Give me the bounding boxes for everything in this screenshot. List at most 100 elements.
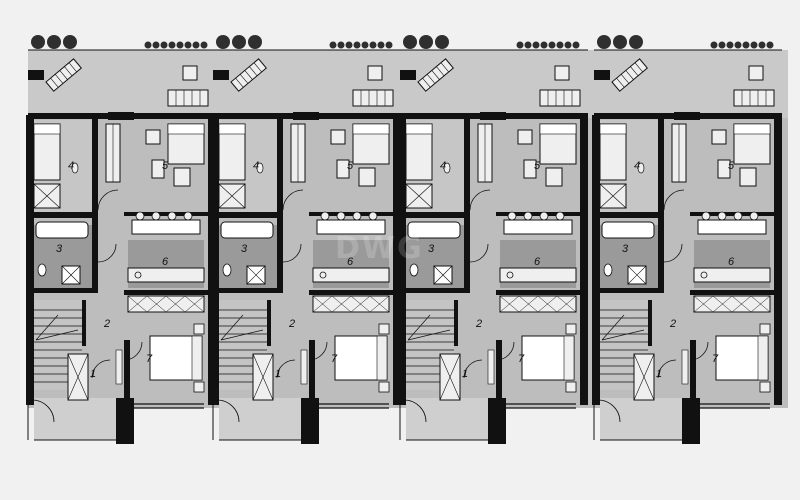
pillow	[599, 123, 627, 135]
bathtub	[407, 221, 461, 239]
wall-left	[398, 115, 406, 405]
plant-icon	[345, 41, 353, 49]
chair	[352, 211, 362, 221]
bathtub	[35, 221, 89, 239]
wardrobe-cross	[599, 183, 627, 209]
plant-icon	[564, 41, 572, 49]
wall-bedroom4-south	[28, 212, 98, 218]
cabinet-x	[165, 295, 186, 313]
terrace-bench	[539, 89, 581, 107]
lounger-slat	[54, 74, 64, 84]
plant-icon	[184, 41, 192, 49]
dining-table	[697, 219, 767, 235]
watermark-logo: DWG	[335, 231, 424, 266]
room-number-4: 4	[68, 160, 74, 172]
wall-kitchen-north	[690, 212, 774, 216]
lamp-icon	[71, 162, 79, 174]
bed-headboard	[563, 335, 575, 381]
plant-icon	[540, 41, 548, 49]
door-swing	[282, 189, 304, 211]
room-number-6: 6	[347, 256, 354, 268]
room-number-1: 1	[656, 368, 662, 380]
stair-winder	[407, 314, 451, 341]
room-number-5: 5	[534, 160, 541, 172]
kitchen-cabinets	[499, 295, 577, 313]
plant-icon	[232, 35, 246, 49]
terrace-post	[400, 70, 416, 80]
plant-icon	[63, 35, 77, 49]
plant-icon	[629, 35, 643, 49]
plant-icon	[718, 41, 726, 49]
chair	[523, 211, 533, 221]
armchair	[711, 129, 727, 145]
door-swing	[597, 399, 621, 423]
wall-kitchen-north	[496, 212, 580, 216]
lounger-slat	[253, 62, 262, 73]
wall-wardrobe-block	[674, 112, 700, 120]
side-table	[545, 167, 563, 187]
wall-left	[26, 115, 34, 405]
shower-x	[246, 265, 266, 285]
room-number-5: 5	[347, 160, 354, 172]
plant-icon	[766, 41, 774, 49]
door-swing	[216, 399, 240, 423]
armchair	[145, 129, 161, 145]
door-swing	[403, 399, 427, 423]
wall-pillar-entrance	[682, 398, 700, 444]
plant-icon	[160, 41, 168, 49]
wall-wardrobe-block	[293, 112, 319, 120]
wall-right	[580, 115, 588, 405]
room-number-2: 2	[475, 318, 482, 330]
room-number-6: 6	[728, 256, 735, 268]
door-swing	[689, 341, 709, 361]
terrace-bench	[733, 89, 775, 107]
plant-icon	[31, 35, 45, 49]
room-number-7: 7	[331, 353, 338, 365]
kitchen-counter	[127, 267, 205, 283]
chair	[135, 211, 145, 221]
terrace-bench	[167, 89, 209, 107]
wardrobe-cross	[33, 183, 61, 209]
terrace-table	[554, 65, 570, 81]
pillow	[33, 123, 61, 135]
room-number-6: 6	[162, 256, 169, 268]
pillow	[405, 123, 433, 135]
wall-bath-south	[400, 288, 470, 293]
room-number-4: 4	[253, 160, 259, 172]
plant-icon	[548, 41, 556, 49]
door-swing	[97, 243, 117, 263]
plant-icon	[385, 41, 393, 49]
lamp-icon	[256, 162, 264, 174]
wall-bath-south	[594, 288, 664, 293]
coffee-table	[336, 159, 350, 179]
plant-icon	[613, 35, 627, 49]
wall-bedroom4-east	[277, 118, 283, 218]
plant-icon	[435, 35, 449, 49]
lounger-slat	[625, 70, 634, 80]
plant-icon	[524, 41, 532, 49]
wall-left	[211, 115, 219, 405]
room-number-5: 5	[162, 160, 169, 172]
plant-icon	[353, 41, 361, 49]
entrance-terrace	[600, 398, 686, 440]
plant-icon	[200, 41, 208, 49]
room-number-3: 3	[241, 243, 248, 255]
door-swing	[663, 189, 685, 211]
wall-bedroom4-south	[213, 212, 283, 218]
door-swing	[663, 243, 683, 263]
room-number-7: 7	[518, 353, 525, 365]
lamp-icon	[637, 162, 645, 174]
lounger-slat	[235, 77, 244, 88]
toilet-icon	[222, 263, 232, 277]
wall-right	[774, 115, 782, 405]
terrace-table	[182, 65, 198, 81]
plant-icon	[176, 41, 184, 49]
wall-bath-east	[277, 218, 283, 288]
lounger-slat	[630, 66, 639, 76]
cabinet-x	[750, 295, 771, 313]
cabinet-x	[731, 295, 752, 313]
plant-icon	[572, 41, 580, 49]
lounger-slat	[616, 77, 625, 88]
